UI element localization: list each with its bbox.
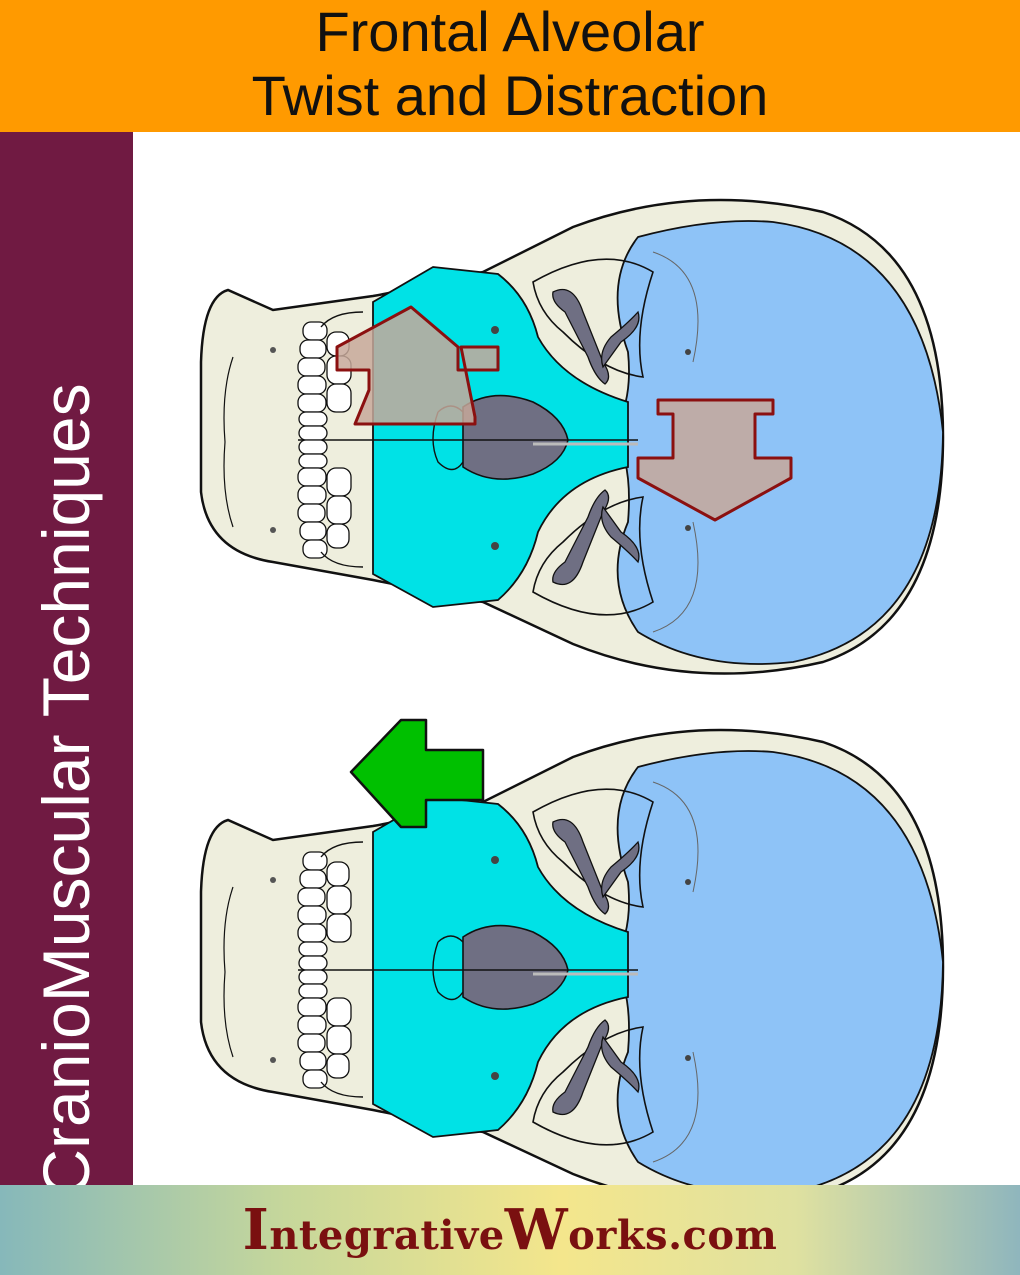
title-banner: Frontal Alveolar Twist and Distraction xyxy=(0,0,1020,132)
brand-part-2: orks.com xyxy=(568,1212,778,1259)
left-arrow xyxy=(349,718,485,829)
down-arrow xyxy=(636,398,793,522)
bottom-skull xyxy=(199,728,945,1206)
brand-logo: IntegrativeWorks.com xyxy=(0,1202,1020,1263)
top-skull xyxy=(199,198,945,676)
title-line-2: Twist and Distraction xyxy=(251,64,769,127)
skull-diagram xyxy=(199,198,945,1206)
title-line-1: Frontal Alveolar xyxy=(315,0,705,63)
diagram-area xyxy=(133,132,1020,1206)
up-arrow xyxy=(335,305,500,426)
brand-part-1: ntegrative xyxy=(269,1212,505,1259)
brand-initial-1: I xyxy=(242,1197,270,1263)
footer-banner: IntegrativeWorks.com xyxy=(0,1185,1020,1275)
brand-initial-2: W xyxy=(504,1197,569,1263)
sidebar-label: CranioMuscular Techniques xyxy=(29,383,103,1197)
sidebar-banner: CranioMuscular Techniques xyxy=(0,132,133,1197)
